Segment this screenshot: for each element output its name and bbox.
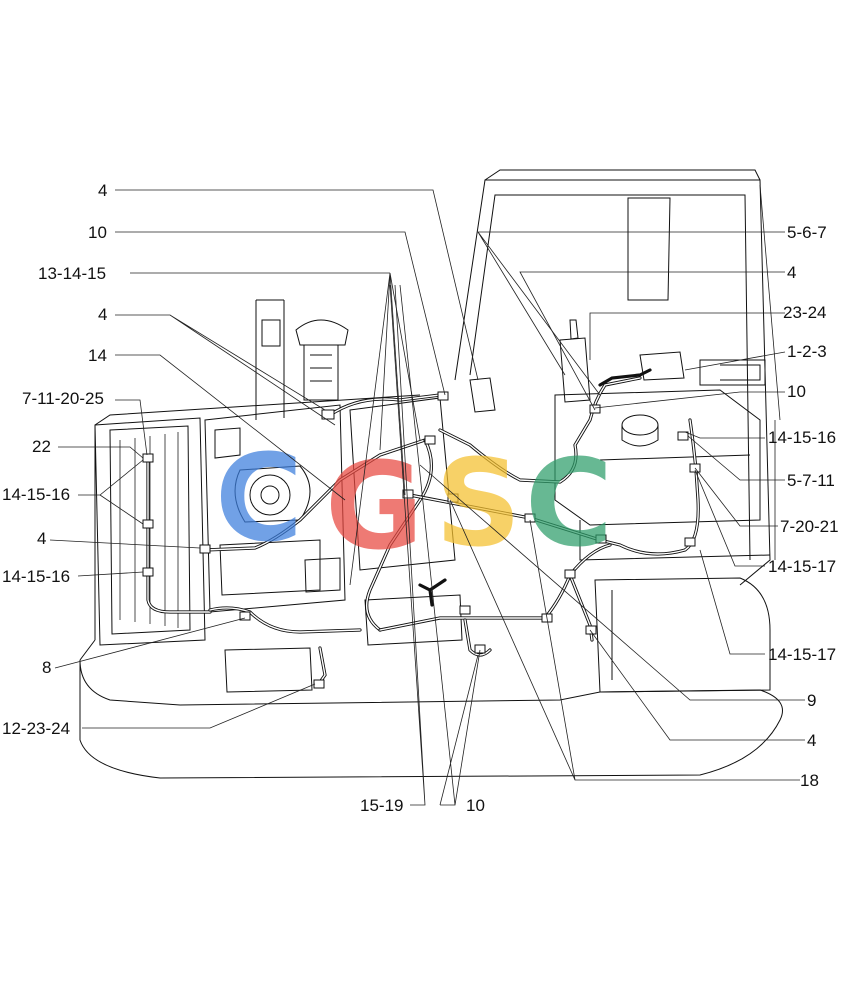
- callout-right-6: 14-15-16: [768, 428, 836, 447]
- callout-left-1: 4: [98, 181, 107, 200]
- watermark-letter-c2: C: [525, 435, 613, 574]
- callout-bottom-2: 10: [466, 796, 485, 815]
- callout-bottom-1: 15-19: [360, 796, 403, 815]
- callout-right-11: 9: [807, 691, 816, 710]
- watermark-letter-g: G: [325, 438, 424, 577]
- callout-left-2: 10: [88, 223, 107, 242]
- callout-right-12: 4: [807, 731, 816, 750]
- callout-left-10: 14-15-16: [2, 567, 70, 586]
- callout-right-5: 10: [787, 382, 806, 401]
- callout-right-8: 7-20-21: [780, 517, 839, 536]
- watermark-letter-s: S: [435, 435, 521, 574]
- callout-right-1: 5-6-7: [787, 223, 827, 242]
- callout-left-9: 4: [37, 529, 46, 548]
- callout-left-4: 4: [98, 305, 107, 324]
- callout-left-11: 8: [42, 658, 51, 677]
- callout-right-9: 14-15-17: [768, 557, 836, 576]
- callout-left-6: 7-11-20-25: [22, 389, 104, 408]
- callout-right-4: 1-2-3: [787, 342, 827, 361]
- callout-left-8: 14-15-16: [2, 485, 70, 504]
- callout-right-10: 14-15-17: [768, 645, 836, 664]
- callout-labels: 4 10 13-14-15 4 14 7-11-20-25 22 14-15-1…: [2, 181, 839, 815]
- callout-left-5: 14: [88, 346, 107, 365]
- callout-right-7: 5-7-11: [787, 471, 835, 490]
- callout-left-12: 12-23-24: [2, 719, 70, 738]
- watermark: C G S C: [215, 430, 613, 577]
- leader-lines: [49, 189, 805, 806]
- callout-right-13: 18: [800, 771, 819, 790]
- callout-right-2: 4: [787, 263, 796, 282]
- watermark-letter-c1: C: [215, 430, 303, 569]
- callout-left-3: 13-14-15: [38, 264, 106, 283]
- callout-left-7: 22: [32, 437, 51, 456]
- callout-right-3: 23-24: [783, 303, 826, 322]
